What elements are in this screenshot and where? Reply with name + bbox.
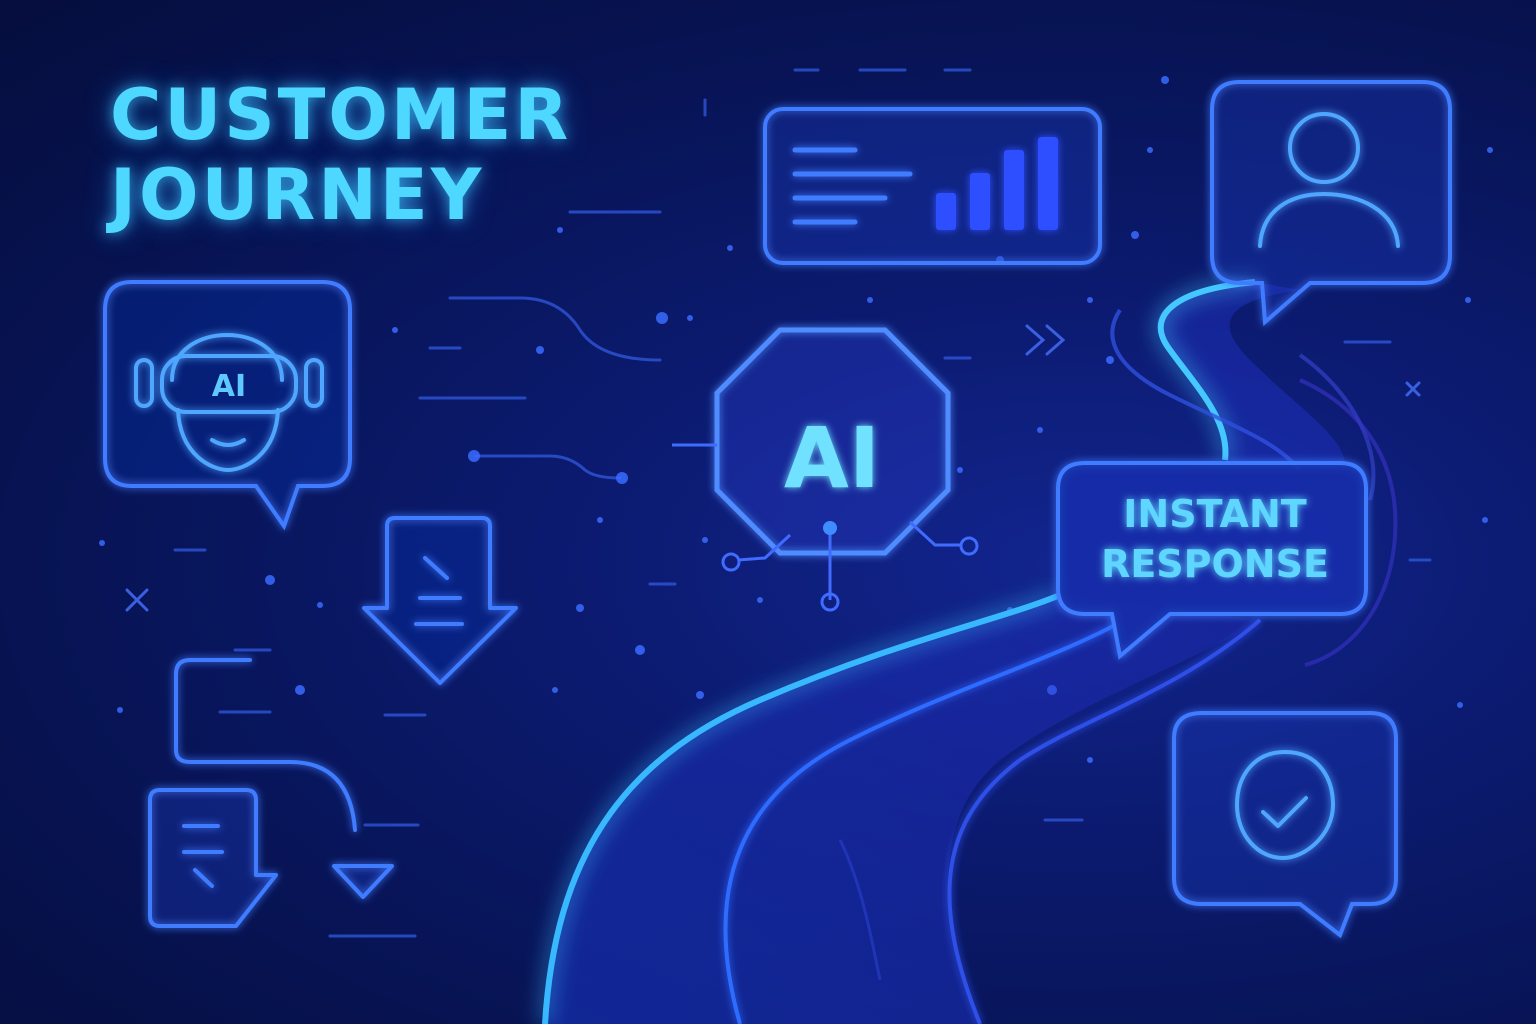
user-profile-icon	[1258, 112, 1400, 248]
instant-response-line-2: RESPONSE	[1101, 542, 1329, 586]
circuit-lines	[173, 68, 1432, 938]
user-bubble	[1210, 80, 1452, 327]
dashboard-bar-chart-icon	[792, 137, 1058, 230]
instant-response-line-1: INSTANT	[1123, 492, 1306, 536]
download-document-icon	[362, 516, 518, 685]
scatter-dots	[99, 76, 1493, 763]
flow-connector	[174, 658, 357, 832]
check-bubble	[1172, 711, 1398, 939]
chevrons-icon	[1025, 324, 1066, 356]
hub-connectors	[672, 443, 979, 612]
checkmark-icon	[1235, 750, 1335, 860]
robot-visor-label: AI	[212, 369, 246, 404]
arrow-down-icon	[332, 864, 394, 899]
document-icon	[148, 788, 278, 928]
robot-ai-bubble	[103, 280, 352, 531]
title-line-1: CUSTOMER	[110, 74, 572, 156]
hub-ai-label: AI	[784, 409, 880, 507]
journey-road	[542, 279, 1398, 1024]
title-line-2: JOURNEY	[110, 154, 485, 236]
cross-marks	[125, 381, 1421, 612]
ai-hub-octagon	[714, 327, 951, 556]
instant-response-bubble	[1056, 461, 1368, 660]
robot-ai-icon	[134, 333, 324, 473]
